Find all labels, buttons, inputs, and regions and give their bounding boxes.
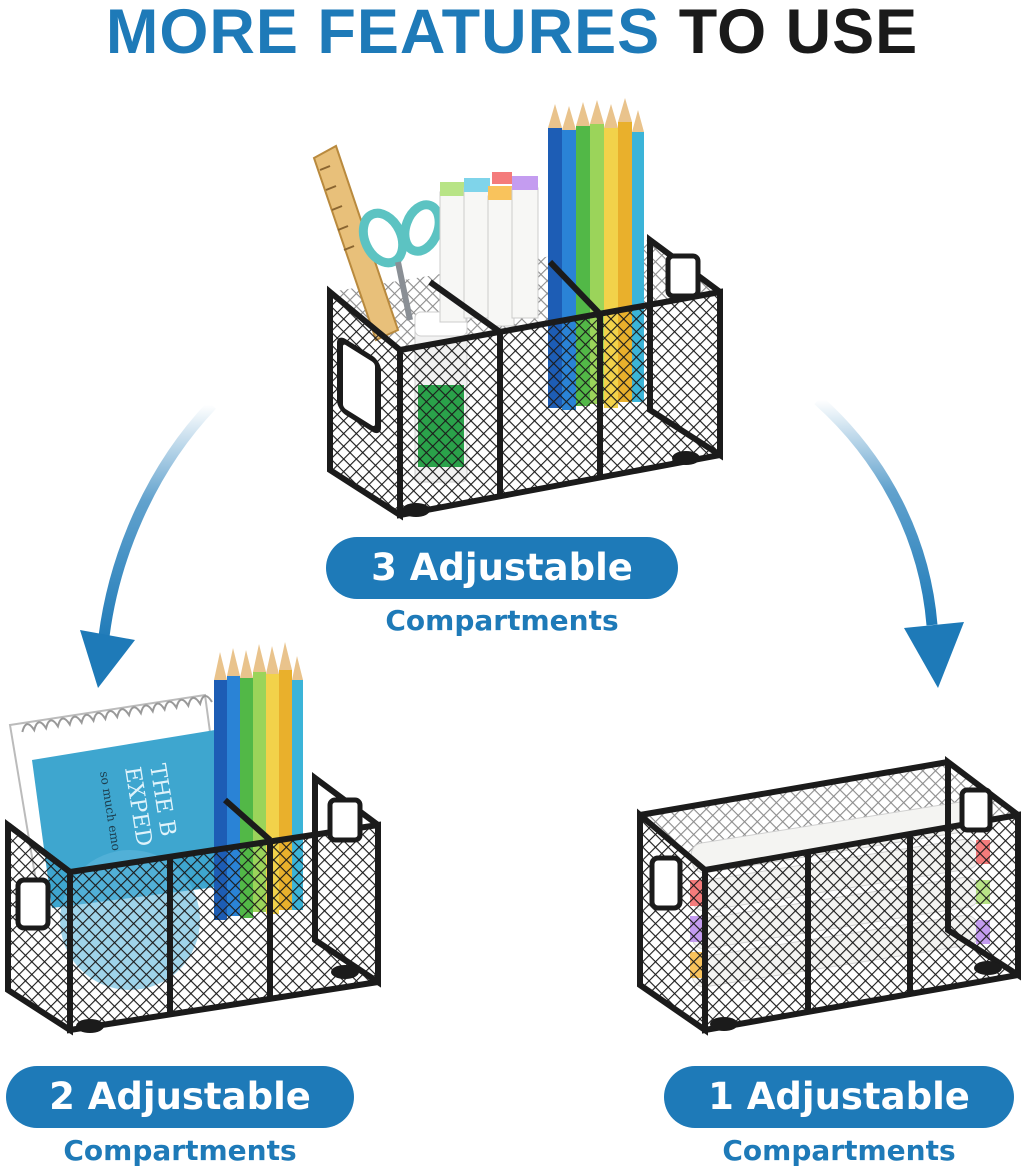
option-label-one: 1 Adjustable: [664, 1066, 1014, 1128]
markers-icon: [439, 172, 539, 327]
option-sublabel-three: Compartments: [385, 604, 619, 637]
title-rest: TO USE: [678, 0, 919, 67]
page-title: MORE FEATURES TO USE: [0, 0, 1024, 64]
option-label-two: 2 Adjustable: [6, 1066, 354, 1128]
option-sublabel-one: Compartments: [722, 1134, 956, 1167]
organizer-two-compartments: THE B EXPED so much emo: [5, 642, 381, 1036]
scissors-icon: [358, 200, 444, 321]
organizer-one-compartment: [637, 755, 1021, 1036]
arrow-right-icon: [814, 395, 964, 688]
option-label-three: 3 Adjustable: [326, 537, 678, 599]
arrow-left-icon: [80, 401, 216, 688]
title-highlight: MORE FEATURES: [105, 0, 661, 67]
ruler-icon: [312, 144, 400, 342]
organizer-three-compartments: [312, 98, 723, 521]
option-sublabel-two: Compartments: [63, 1134, 297, 1167]
